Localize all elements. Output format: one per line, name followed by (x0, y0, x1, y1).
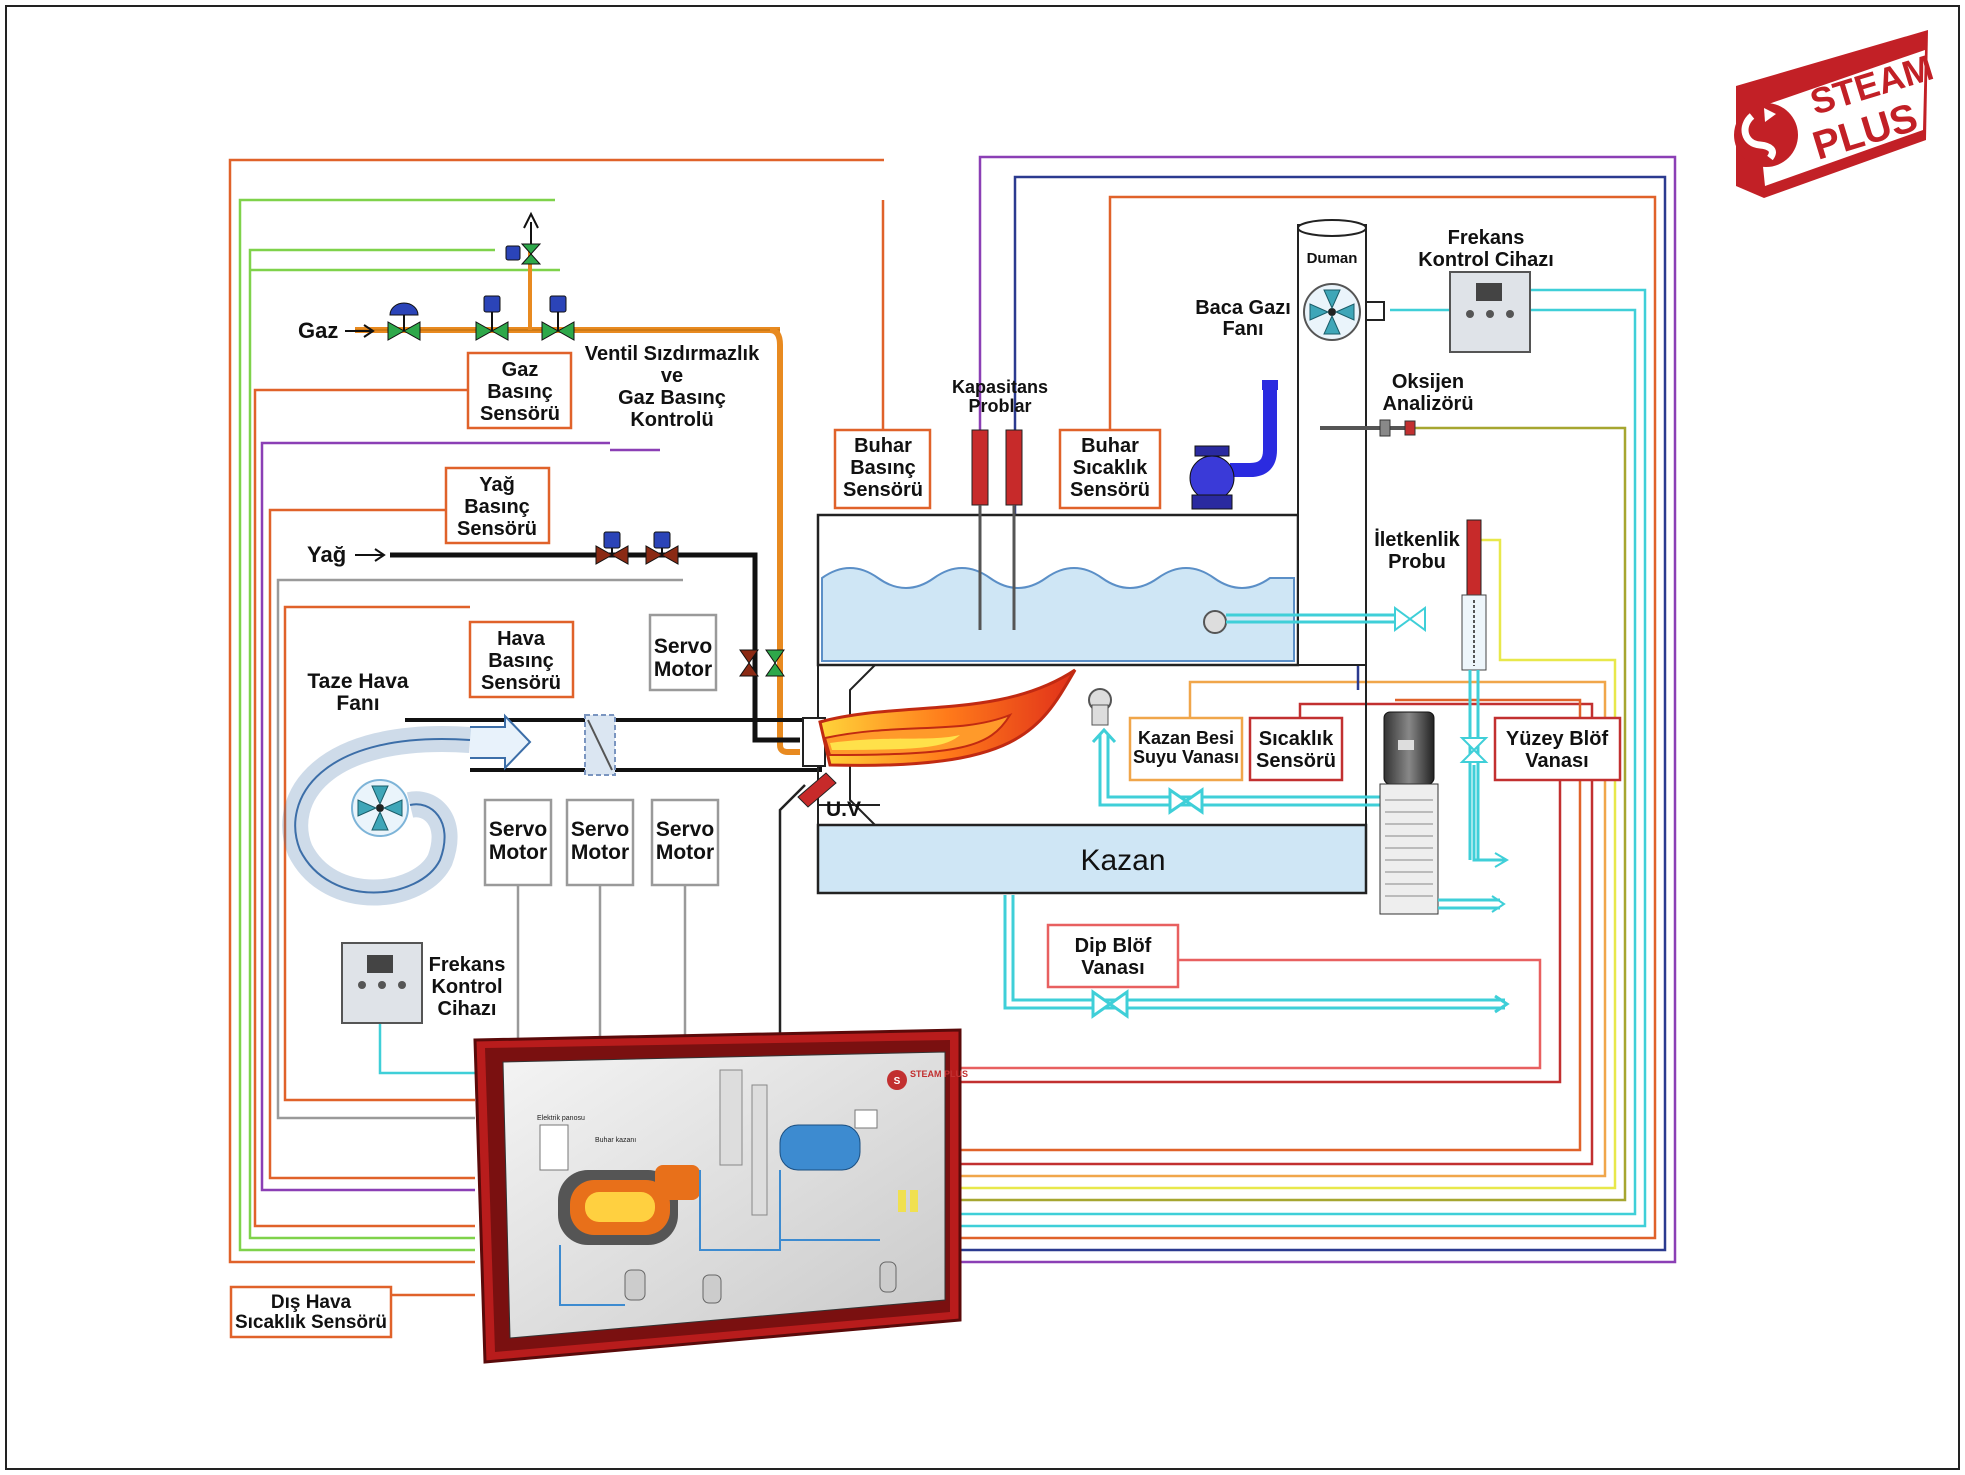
level-valve (1394, 606, 1426, 632)
feed-water-line (1091, 727, 1390, 815)
boiler-lower-shell (816, 664, 1368, 895)
temperature-sensor (1088, 688, 1112, 726)
gas-solenoid-valve-1 (475, 295, 509, 341)
water-level-line (1203, 606, 1426, 634)
gas-solenoid-valve-2 (541, 295, 575, 341)
label-boxes (229, 351, 1622, 1339)
svg-text:STEAM PLUS: STEAM PLUS (910, 1069, 968, 1079)
control-panel: Elektrik panosu Buhar kazanı S STEAM PLU… (473, 1028, 968, 1364)
oil-line (390, 531, 800, 743)
boiler-upper-shell (816, 513, 1300, 667)
oil-solenoid-valve-2 (645, 531, 679, 565)
steam-plus-logo: STEAM PLUS (1734, 30, 1938, 198)
gas-arrow-icon (345, 324, 375, 338)
frequency-controller-left (341, 942, 423, 1024)
outer-frame (5, 5, 1960, 1470)
oil-solenoid-valve-1 (595, 531, 629, 565)
burner-flame (802, 668, 1077, 767)
oxygen-analyzer (1320, 419, 1416, 437)
panel-logo: S STEAM PLUS (887, 1069, 968, 1090)
circulation-pump (1189, 380, 1278, 510)
panel-electric-label: Elektrik panosu (537, 1115, 585, 1122)
svg-text:S: S (894, 1076, 901, 1087)
gas-regulator-valve (387, 302, 421, 341)
conductivity-probe (1459, 519, 1509, 868)
control-wires-right (881, 155, 1677, 1264)
panel-mimic: Elektrik panosu Buhar kazanı S STEAM PLU… (537, 1069, 968, 1306)
oil-arrow-icon (355, 548, 386, 562)
frequency-controller-right (1449, 271, 1531, 353)
feed-water-pump (1379, 711, 1506, 915)
vent-valve (505, 211, 542, 265)
gas-train (355, 211, 800, 755)
burner-mixing-valves (739, 649, 785, 677)
uv-label: U.V (826, 798, 861, 821)
flue-gas-fan (1303, 283, 1385, 341)
gas-label: Gaz (298, 318, 338, 343)
fresh-air-fan (282, 713, 822, 906)
panel-boiler-label: Buhar kazanı (595, 1137, 636, 1144)
uv-sensor (797, 772, 837, 808)
capacitance-probes (971, 429, 1023, 630)
smoke-label: Duman (1307, 250, 1358, 267)
boiler-label: Kazan (1080, 844, 1165, 877)
bottom-blowdown-line (1003, 895, 1510, 1019)
oil-label: Yağ (307, 542, 346, 567)
